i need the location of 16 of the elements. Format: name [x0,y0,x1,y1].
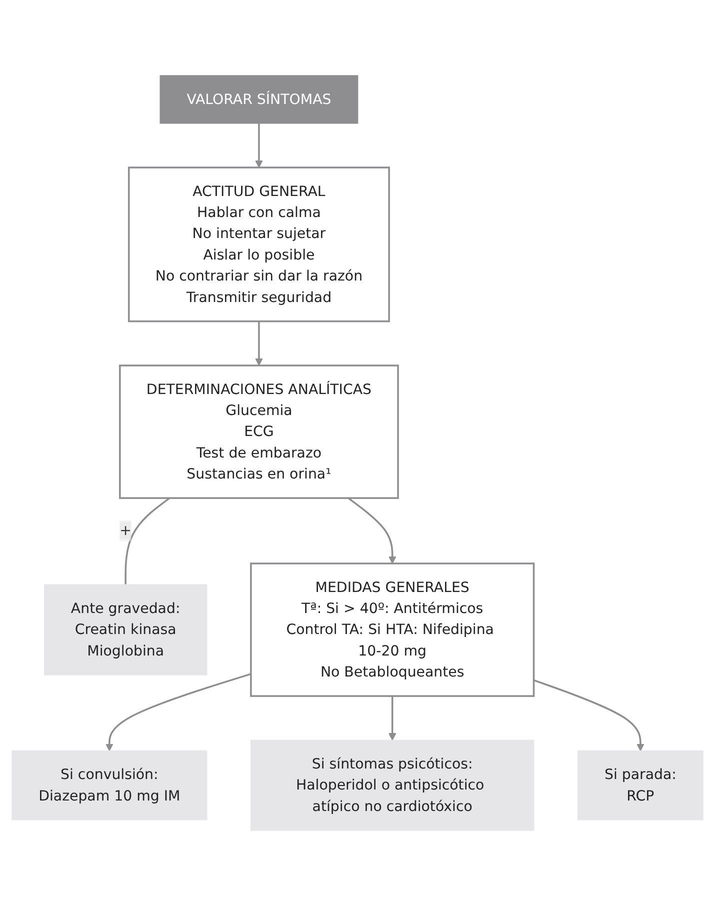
node-box: Si parada: RCP [578,750,704,820]
arrow [533,679,644,752]
arrow [348,497,396,564]
node-box: DETERMINACIONES ANALÍTICAS Glucemia ECG Test de embarazo Sustancias en orina¹ [119,364,399,499]
node-box: VALORAR SÍNTOMAS [160,75,358,124]
node-box: ACTITUD GENERAL Hablar con calma No intentar sujetar Aislar lo posible No contrariar sin dar la razón Transmitir seguridad [128,166,390,322]
node-box: MEDIDAS GENERALES Tª: Si > 40º: Antitérmicos Control TA: Si HTA: Nifedipina 10-20 mg No Betabloqueantes [250,562,535,697]
connector [124,497,170,585]
arrow [255,123,263,168]
node-box: Si convulsión: Diazepam 10 mg IM [12,750,208,820]
edge-label: + [120,522,132,539]
node-box: Ante gravedad: Creatin kinasa Mioglobina [44,584,208,676]
node-box: Si síntomas psicóticos: Haloperidol o antipsicótico atípico no cardiotóxico [250,740,534,831]
arrow [388,696,396,741]
arrow [106,673,252,752]
arrow [255,321,263,366]
